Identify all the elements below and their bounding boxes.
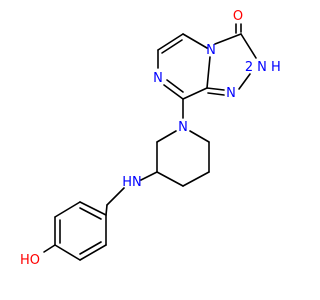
bond-n2-n1 (238, 73, 251, 90)
bond-n7-c8-double (166, 79, 184, 93)
bond-c6p-npip (189, 130, 210, 143)
bond-ar-1-double (79, 207, 102, 220)
bond-ar-1 (79, 201, 107, 216)
triazole-n-prefix: 2 (245, 60, 253, 75)
bond-ar-5-double (79, 241, 102, 255)
bonds (43, 23, 257, 261)
bond-c3-n4 (214, 33, 242, 45)
pyrazine-n-label: N (153, 71, 163, 86)
molecule-canvas: O N H 2 N N N N HN HO (19, 9, 281, 268)
bond-c8a-n4 (206, 56, 211, 89)
oxygen-label: O (233, 9, 243, 24)
atom-labels: O N H 2 N N N N HN HO (20, 9, 281, 268)
bond-c3-n2 (240, 33, 257, 59)
bond-ar-5 (79, 244, 107, 261)
bond-nh-ch2 (106, 187, 125, 206)
structure-diagram: O N H 2 N N N N HN HO (20, 9, 281, 268)
bond-c5-c6-double (161, 39, 183, 54)
bond-n1-c8a (206, 87, 225, 91)
piperidine-n-label: N (178, 120, 188, 135)
bond-n7-c8 (163, 84, 184, 100)
bond-npip-c2 (156, 130, 177, 143)
bond-n4-c5 (182, 33, 208, 49)
phenol-oh-label: HO (20, 253, 40, 268)
bond-ar-2 (54, 201, 81, 218)
triazole-nh-label: N (257, 60, 267, 75)
bond-n1-c8a-double (207, 92, 225, 96)
bond-ch2-ar (105, 204, 108, 216)
amine-nh-label: HN (122, 175, 142, 190)
bond-c5-c6 (157, 33, 184, 51)
bond-c3-c4 (156, 171, 184, 187)
bridge-n-label: N (206, 43, 216, 58)
bond-ar-oh (43, 244, 56, 253)
bond-c3-nh (140, 171, 158, 181)
triazole-nh-h-label: H (271, 60, 281, 75)
triazole-n-label: N (226, 86, 236, 101)
bond-ar-4 (54, 244, 81, 261)
bond-c8-c8a (182, 87, 208, 100)
bond-c4-c5 (182, 171, 210, 187)
